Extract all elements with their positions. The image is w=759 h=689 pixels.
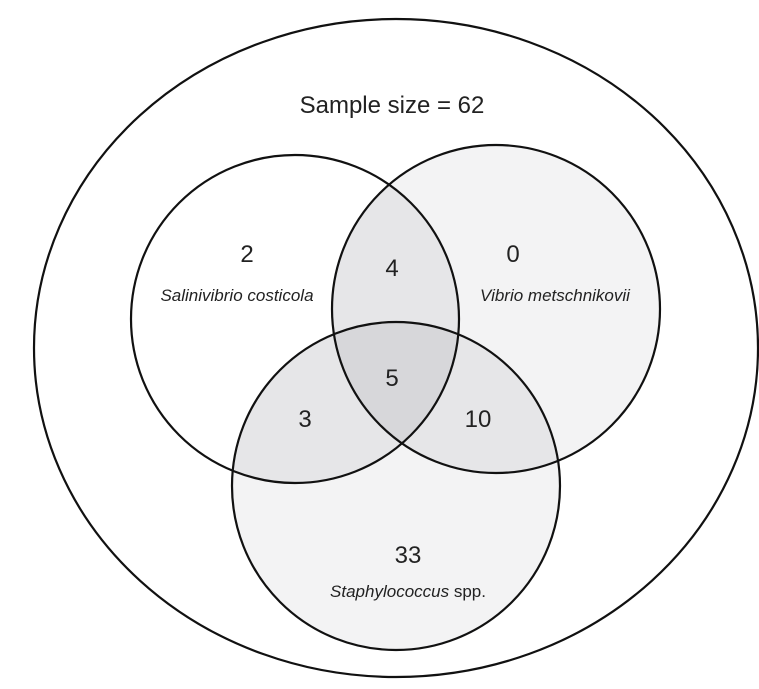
vibrio-only-count: 0 xyxy=(506,241,519,268)
salinivibrio-only-count: 2 xyxy=(240,241,253,268)
staph-circle xyxy=(230,320,562,652)
vibrio-label: Vibrio metschnikovii xyxy=(480,286,631,305)
salinivibrio-vibrio-count: 4 xyxy=(385,255,398,282)
vibrio-circle xyxy=(330,143,662,475)
vibrio-staph-fill xyxy=(332,322,560,473)
staph-only-count: 33 xyxy=(395,542,422,569)
staph-label-suffix: spp. xyxy=(449,582,486,601)
sample-size-title: Sample size = 62 xyxy=(300,92,485,119)
all-three-count: 5 xyxy=(385,365,398,392)
salinivibrio-staph-fill xyxy=(232,322,459,483)
salinivibrio-staph-count: 3 xyxy=(298,406,311,433)
staph-label-genus: Staphylococcus xyxy=(330,582,450,601)
salinivibrio-label: Salinivibrio costicola xyxy=(160,286,313,305)
salinivibrio-circle xyxy=(129,153,461,485)
vibrio-staph-count: 10 xyxy=(465,406,492,433)
staph-label: Staphylococcus spp. xyxy=(330,582,486,601)
